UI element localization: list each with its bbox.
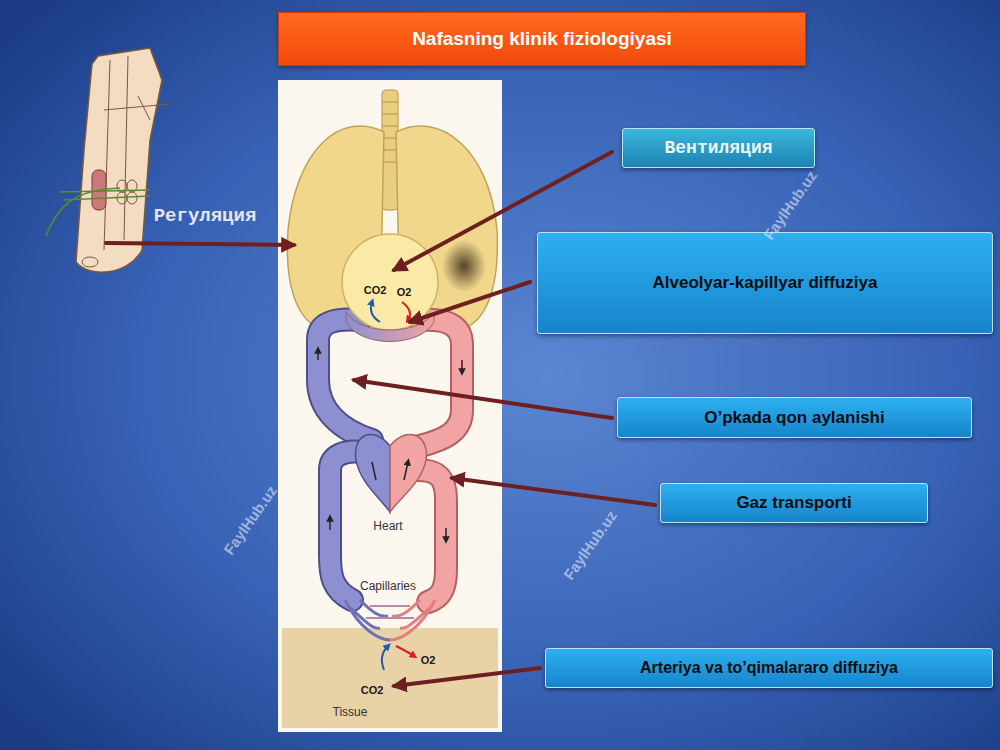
nerve-rings <box>82 180 137 267</box>
nerve-fibres <box>46 188 150 236</box>
leader-regulation <box>106 243 294 245</box>
alveolus <box>342 234 438 342</box>
vessels <box>318 320 462 602</box>
leader-tissue <box>394 668 540 686</box>
aorta <box>418 470 446 602</box>
heart-left <box>390 434 426 512</box>
gas-label: O2 <box>397 286 412 298</box>
heart <box>355 434 426 512</box>
part-label: Capillaries <box>360 579 416 593</box>
leader-pulmonary <box>354 380 612 418</box>
gas-label: O2 <box>421 654 436 666</box>
part-label: Tissue <box>333 705 368 719</box>
brain-stem <box>46 48 170 272</box>
regulation-label: Регуляция <box>154 205 257 227</box>
process-box: Arteriya va to’qimalararo diffuziya <box>545 648 993 688</box>
heart-arrows <box>372 462 408 480</box>
illustration-panel <box>278 80 502 732</box>
title: Nafasning klinik fiziologiyasi <box>412 28 672 50</box>
o2-tissue-arrow <box>396 646 414 656</box>
process-box: Alveolyar-kapillyar diffuziya <box>537 232 993 334</box>
leader-transport <box>452 478 655 505</box>
co2-tissue-arrow <box>382 646 388 670</box>
process-box: Gaz transporti <box>660 483 928 523</box>
box-text: Alveolyar-kapillyar diffuziya <box>653 273 878 293</box>
box-text: O’pkada qon aylanishi <box>704 408 884 428</box>
pulmonary-vein <box>420 320 462 446</box>
systemic-vein-fill <box>330 452 362 600</box>
gas-label: CO2 <box>364 284 387 296</box>
pulmonary-vein-fill <box>420 320 462 446</box>
gas-label: CO2 <box>361 684 384 696</box>
flow-arrows <box>318 350 462 540</box>
leader-alveolar <box>410 282 530 322</box>
trachea <box>382 90 398 210</box>
capillary-bed <box>345 600 435 640</box>
process-box: O’pkada qon aylanishi <box>617 397 972 438</box>
box-text: Вентиляция <box>664 138 772 158</box>
title-bar: Nafasning klinik fiziologiyasi <box>278 12 806 66</box>
brain-stem-outline <box>76 48 162 272</box>
heart-right <box>355 434 390 512</box>
systemic-vein <box>330 452 362 600</box>
lungs <box>287 90 497 331</box>
co2-out-arrow <box>371 302 380 322</box>
o2-in-arrow <box>402 302 410 320</box>
box-text: Gaz transporti <box>736 493 851 513</box>
part-label: Heart <box>373 519 402 533</box>
aorta-fill <box>418 470 446 602</box>
box-text: Arteriya va to’qimalararo diffuziya <box>640 659 898 677</box>
ventilation-box: Вентиляция <box>622 128 815 168</box>
lung-spot <box>442 240 486 292</box>
